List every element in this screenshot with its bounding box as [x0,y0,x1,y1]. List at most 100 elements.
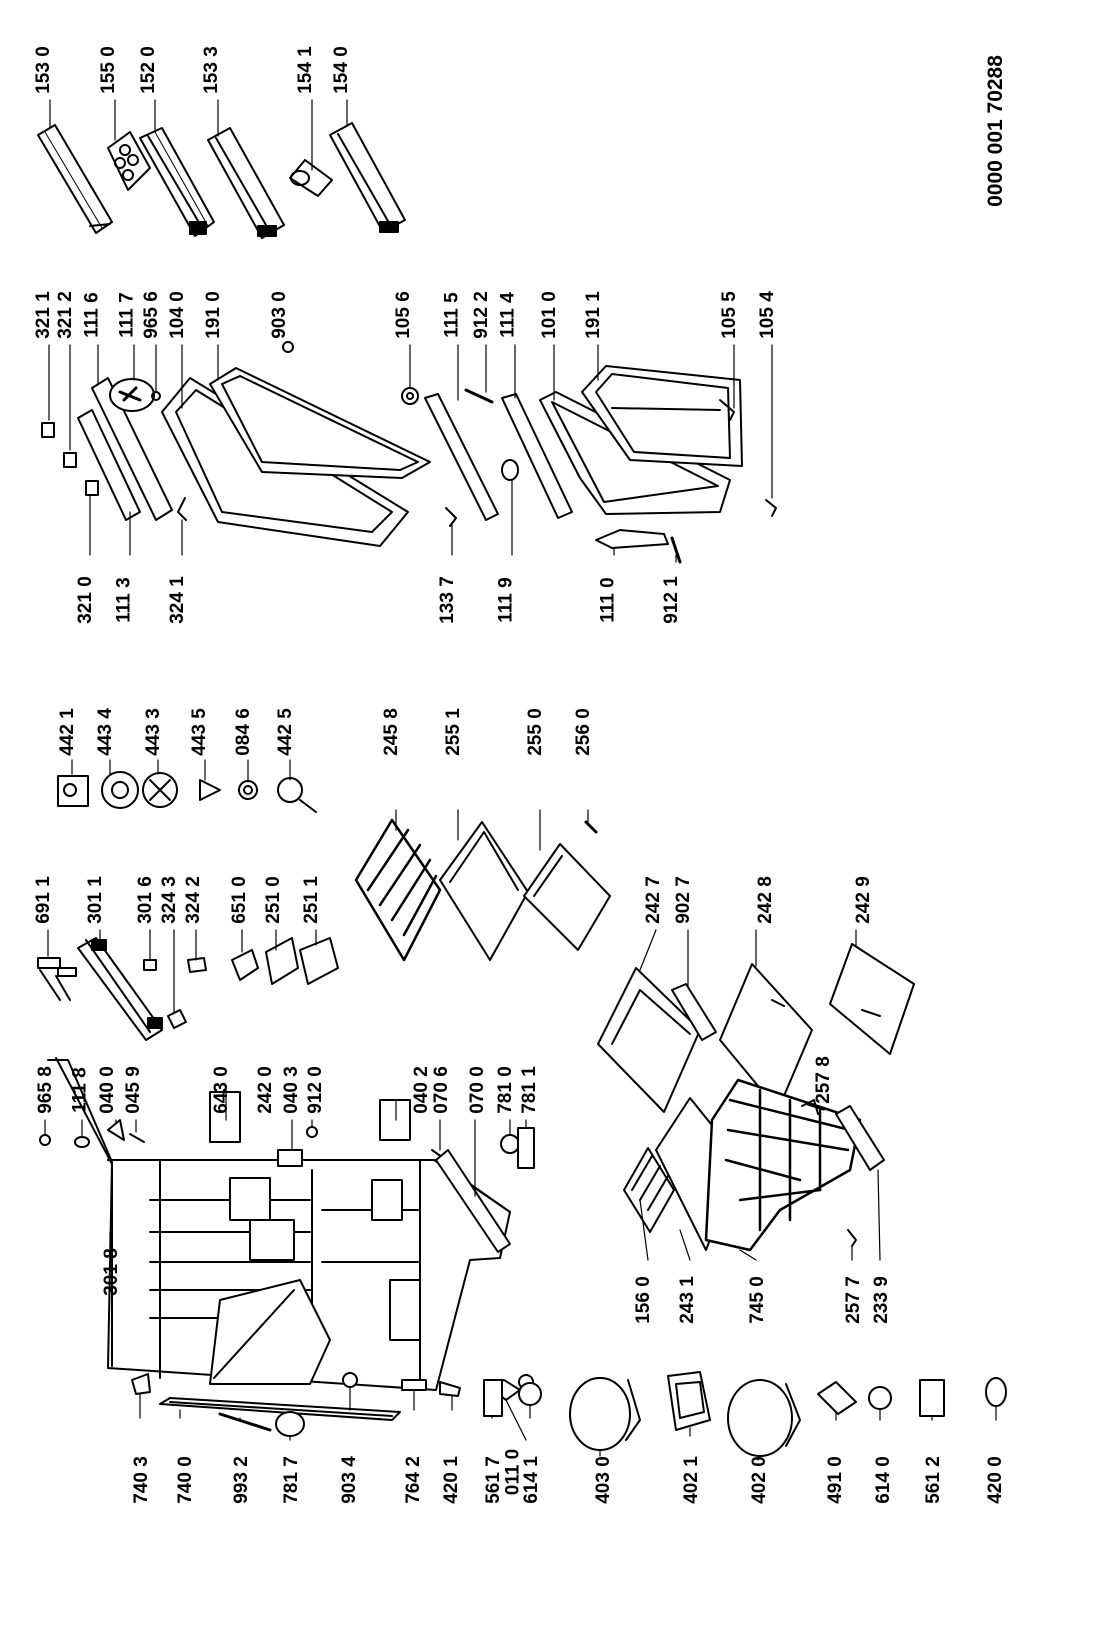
hinge-105-5 [719,399,735,421]
part-label: 403 0 [592,1456,614,1504]
door-shelf-154-0 [329,122,406,233]
egg-tray-155-0 [107,131,151,191]
part-label: 133 7 [436,576,458,624]
screw-903-4 [342,1372,358,1388]
part-label: 614 1 [520,1456,542,1504]
fan-blade-443-5 [199,779,221,801]
drawer-242-9 [829,943,915,1055]
part-label: 691 1 [32,876,54,924]
badge-111-7 [109,378,161,412]
part-label: 111 9 [495,577,517,623]
door-shelf-153-0 [37,124,113,234]
part-324-2 [187,957,207,973]
part-label: 154 0 [330,46,352,94]
part-label: 191 0 [202,291,224,339]
part-label: 903 0 [268,291,290,339]
part-label: 084 6 [232,708,254,756]
part-label: 420 0 [984,1456,1006,1504]
part-label: 324 2 [182,876,204,924]
part-label: 040 3 [280,1066,302,1114]
lamp-cover-251-1 [299,937,339,985]
part-label: 902 7 [672,876,694,924]
part-label: 191 1 [582,291,604,339]
cover-402-1 [667,1371,711,1431]
part-label: 111 5 [441,292,463,338]
part-label: 740 0 [174,1456,196,1504]
part-label: 245 8 [380,708,402,756]
part-label: 040 0 [96,1066,118,1114]
part-label: 242 7 [642,876,664,924]
part-label: 111 0 [597,577,619,623]
part-label: 321 0 [74,576,96,624]
compressor-402-0 [727,1379,801,1457]
glass-shelf-255-1 [439,821,529,961]
part-label: 242 9 [852,876,874,924]
part-740-3 [131,1373,151,1395]
part-label: 111 8 [69,1067,91,1113]
part-label: 153 3 [200,46,222,94]
part-label: 651 0 [228,876,250,924]
part-label: 402 1 [680,1456,702,1504]
part-301-6 [143,959,157,971]
small-parts-321 [41,422,99,496]
cover-251-0 [265,937,299,985]
part-label: 903 4 [338,1456,360,1504]
ring-084-6 [238,780,258,800]
part-label: 321 2 [54,291,76,339]
part-label: 561 7 [482,1456,504,1504]
part-label: 781 7 [280,1456,302,1504]
part-label: 324 3 [158,876,180,924]
overload-614-0 [868,1386,892,1410]
part-label: 993 2 [230,1456,252,1504]
relay-561-2 [919,1379,945,1417]
part-label: 155 0 [97,46,119,94]
part-133-7 [445,507,457,527]
part-label: 251 1 [300,876,322,924]
part-label: 045 9 [122,1066,144,1114]
condenser-740-0 [159,1397,401,1421]
lamp-651-0 [231,949,259,981]
clamp-781-7 [275,1411,305,1437]
part-label: 301 6 [134,876,156,924]
control-panel-301-1 [77,937,163,1041]
handle-111-5 [424,393,499,521]
small-parts-top [39,1091,535,1253]
part-label: 154 1 [294,46,316,94]
fan-443-3 [142,772,178,808]
part-label: 111 4 [497,292,519,338]
cabinet-shelves [149,1177,421,1341]
part-label: 040 2 [410,1066,432,1114]
door-seal-111 [77,377,187,521]
part-label: 256 0 [572,708,594,756]
part-label: 070 6 [430,1066,452,1114]
part-label: 740 3 [130,1456,152,1504]
part-label: 781 0 [494,1066,516,1114]
part-label: 614 0 [872,1456,894,1504]
part-label: 153 0 [32,46,54,94]
part-label: 764 2 [402,1456,424,1504]
door-shelf-152-0 [139,127,215,237]
part-label: 442 5 [274,708,296,756]
part-324-3 [167,1009,187,1029]
part-111-9 [501,459,519,481]
screw-912-1 [670,536,682,564]
motor-442-1 [57,775,89,807]
part-label: 070 0 [466,1066,488,1114]
part-label: 965 8 [34,1066,56,1114]
flap-233-9 [835,1105,885,1171]
part-label: 255 0 [524,708,546,756]
door-stop-154-1 [289,159,333,197]
part-label: 101 0 [538,291,560,339]
part-label: 242 0 [254,1066,276,1114]
clip-256-0 [584,820,598,834]
part-label: 912 2 [470,291,492,339]
wire-rack-245-8 [354,818,442,962]
part-label: 251 0 [262,876,284,924]
part-label: 257 8 [812,1056,834,1104]
bracket-491-0 [817,1381,857,1415]
sensor-691-1 [37,957,77,1001]
part-label: 104 0 [166,291,188,339]
part-label: 443 4 [94,708,116,756]
part-label: 257 7 [842,1276,864,1324]
